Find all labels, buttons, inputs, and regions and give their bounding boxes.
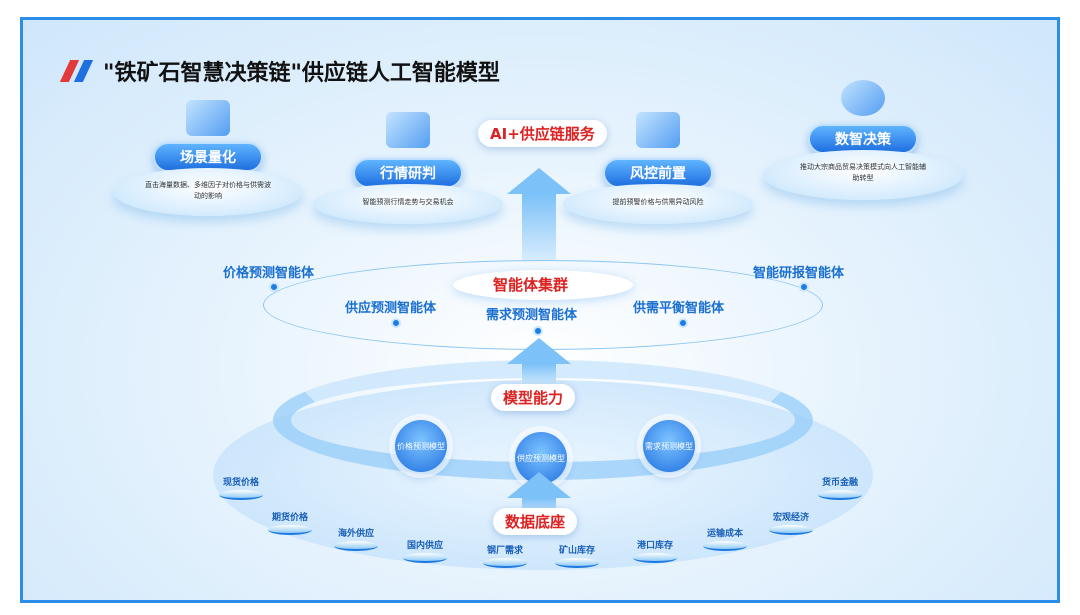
data-item: 钢厂需求 — [483, 543, 527, 568]
model-price-orb: 价格预测模型 — [395, 420, 447, 472]
agent-demand: 需求预测智能体 — [486, 308, 578, 323]
agent-supply: 供应预测智能体 — [345, 301, 437, 316]
data-item: 矿山库存 — [555, 543, 599, 568]
data-item: 运输成本 — [703, 526, 747, 551]
magnifier-chart-icon — [386, 112, 430, 148]
data-item: 海外供应 — [334, 526, 378, 551]
card-scene-quant: 场景量化 直击海量数据、多维因子对价格与供需波动的影响 — [113, 100, 303, 216]
model-label: 模型能力 — [491, 384, 576, 411]
page-title: "铁矿石智慧决策链"供应链人工智能模型 — [59, 55, 500, 87]
agent-balance: 供需平衡智能体 — [633, 301, 725, 316]
card-desc: 推动大宗商品贸易决策模式向人工智能辅助转型 — [800, 163, 926, 182]
cluster-label: 智能体集群 — [493, 276, 569, 294]
data-item: 期货价格 — [268, 510, 312, 535]
data-item: 宏观经济 — [769, 510, 813, 535]
card-desc: 直击海量数据、多维因子对价格与供需波动的影响 — [145, 181, 271, 200]
card-market-analysis: 行情研判 智能预测行情走势与交易机会 — [313, 112, 503, 224]
data-item: 现货价格 — [219, 475, 263, 500]
card-desc: 智能预测行情走势与交易机会 — [362, 198, 454, 206]
agent-dot — [269, 282, 279, 292]
agent-dot — [391, 318, 401, 328]
data-item: 港口库存 — [633, 538, 677, 563]
data-label: 数据底座 — [493, 508, 578, 535]
arrow-up-icon — [507, 168, 571, 260]
card-label: 风控前置 — [603, 158, 713, 188]
arrow-up-icon — [507, 338, 571, 386]
agent-research: 智能研报智能体 — [753, 266, 845, 281]
data-item: 货币金融 — [818, 475, 862, 500]
arrow-up-icon — [507, 472, 571, 516]
diagram-frame: "铁矿石智慧决策链"供应链人工智能模型 场景量化 直击海量数据、多维因子对价格与… — [20, 17, 1060, 603]
brand-logo-icon — [59, 60, 95, 82]
card-desc: 提前预警价格与供需异动风险 — [612, 198, 704, 206]
card-label: 行情研判 — [353, 158, 463, 188]
agent-price: 价格预测智能体 — [223, 266, 315, 281]
pie-chart-icon — [841, 80, 885, 116]
title-text: "铁矿石智慧决策链"供应链人工智能模型 — [103, 61, 500, 86]
ai-service-label: AI+供应链服务 — [478, 120, 607, 147]
agent-dot — [799, 282, 809, 292]
cube-chart-icon — [186, 100, 230, 136]
agent-dot — [678, 318, 688, 328]
platform-chart-icon — [636, 112, 680, 148]
agent-dot — [533, 326, 543, 336]
card-smart-decision: 数智决策 推动大宗商品贸易决策模式向人工智能辅助转型 — [763, 80, 963, 200]
data-item: 国内供应 — [403, 538, 447, 563]
model-demand-orb: 需求预测模型 — [643, 420, 695, 472]
card-risk-control: 风控前置 提前预警价格与供需异动风险 — [563, 112, 753, 224]
